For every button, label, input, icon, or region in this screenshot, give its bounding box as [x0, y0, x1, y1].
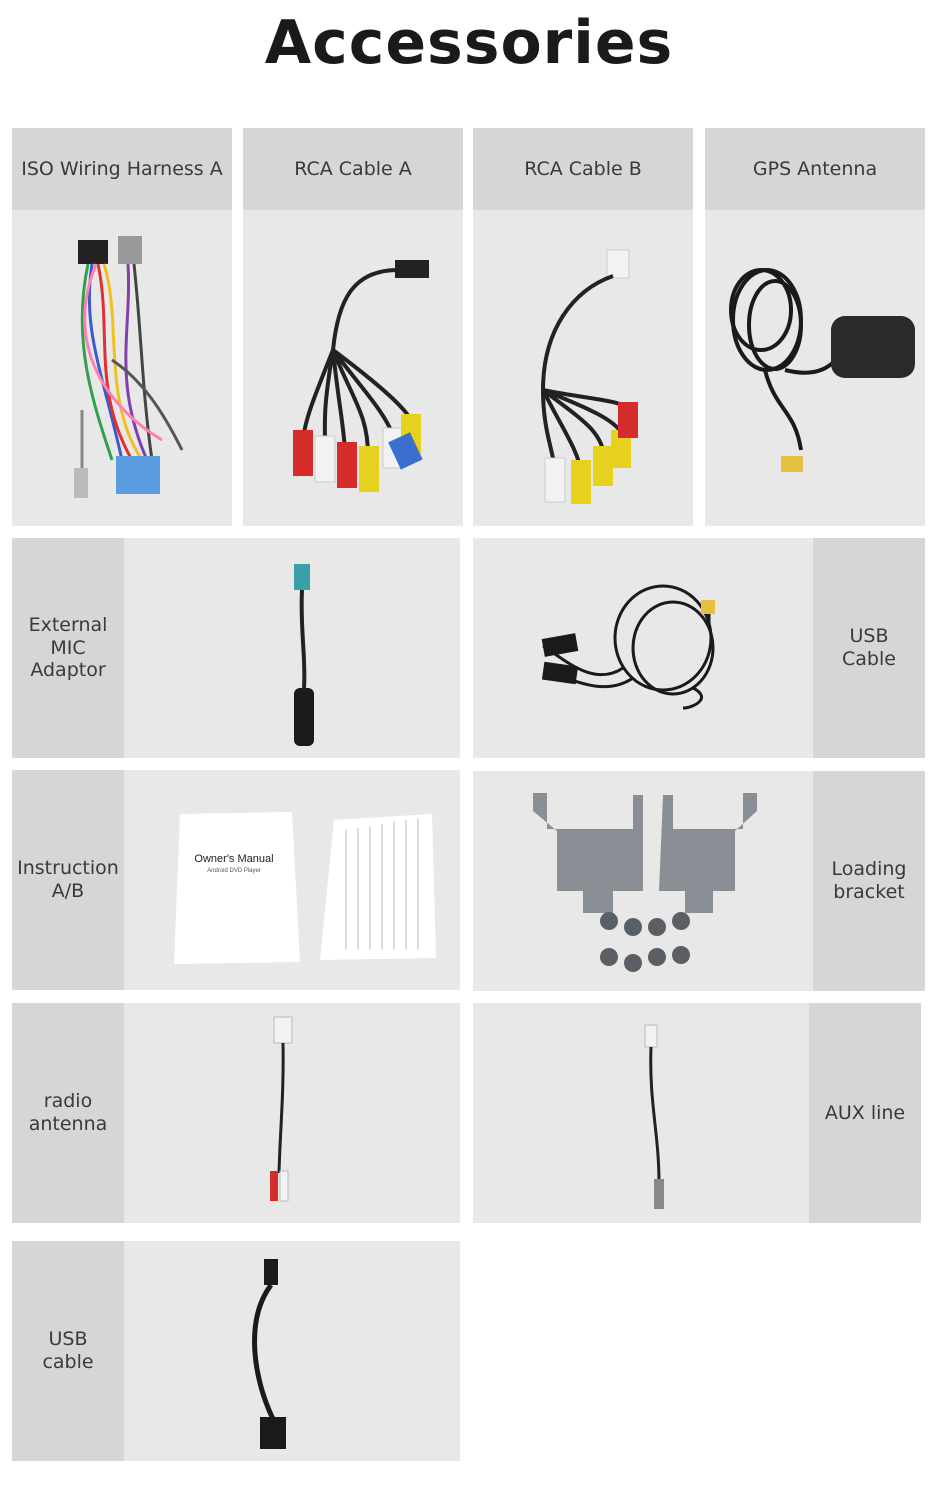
item-card-aux-line: AUX line	[473, 1003, 921, 1223]
item-card-usb-cable: USB Cable	[473, 538, 925, 758]
item-card-rca-cable-a: RCA Cable A	[243, 128, 463, 526]
page-title: Accessories	[264, 8, 674, 78]
item-label: RCA Cable A	[243, 128, 463, 210]
item-label: GPS Antenna	[705, 128, 925, 210]
item-label: USB Cable	[813, 538, 925, 758]
item-label: ISO Wiring Harness A	[12, 128, 232, 210]
aux-line-image	[644, 1024, 664, 1209]
item-label: USB cable	[12, 1241, 124, 1461]
item-card-loading-bracket: Loading bracket	[473, 771, 925, 991]
external-mic-image	[294, 564, 314, 746]
usb-cable-2-image	[252, 1259, 286, 1449]
item-label: RCA Cable B	[473, 128, 693, 210]
item-card-usb-cable-2: USB cable	[12, 1241, 460, 1461]
item-card-external-mic: External MIC Adaptor	[12, 538, 460, 758]
iso-harness-image	[74, 236, 184, 498]
manual-subtitle: Android DVD Player	[207, 868, 261, 874]
gps-antenna-image	[729, 268, 915, 472]
instruction-image: Owner's Manual Android DVD Player	[174, 812, 436, 964]
item-label: External MIC Adaptor	[12, 538, 124, 758]
rca-cable-a-image	[293, 260, 429, 492]
item-card-instruction: Instruction A/B Owner's Manual Android D…	[12, 770, 460, 990]
item-label: Instruction A/B	[12, 770, 124, 990]
item-card-radio-antenna: radio antenna	[12, 1003, 460, 1223]
rca-cable-b-image	[541, 249, 638, 504]
usb-cable-image	[541, 584, 715, 710]
item-card-gps-antenna: GPS Antenna	[705, 128, 925, 526]
radio-antenna-image	[270, 1016, 293, 1202]
loading-bracket-image	[533, 793, 757, 972]
item-card-rca-cable-b: RCA Cable B	[473, 128, 693, 526]
manual-title: Owner's Manual	[194, 853, 273, 865]
item-label: AUX line	[809, 1003, 921, 1223]
item-label: radio antenna	[12, 1003, 124, 1223]
item-card-iso-harness: ISO Wiring Harness A	[12, 128, 232, 526]
item-label: Loading bracket	[813, 771, 925, 991]
